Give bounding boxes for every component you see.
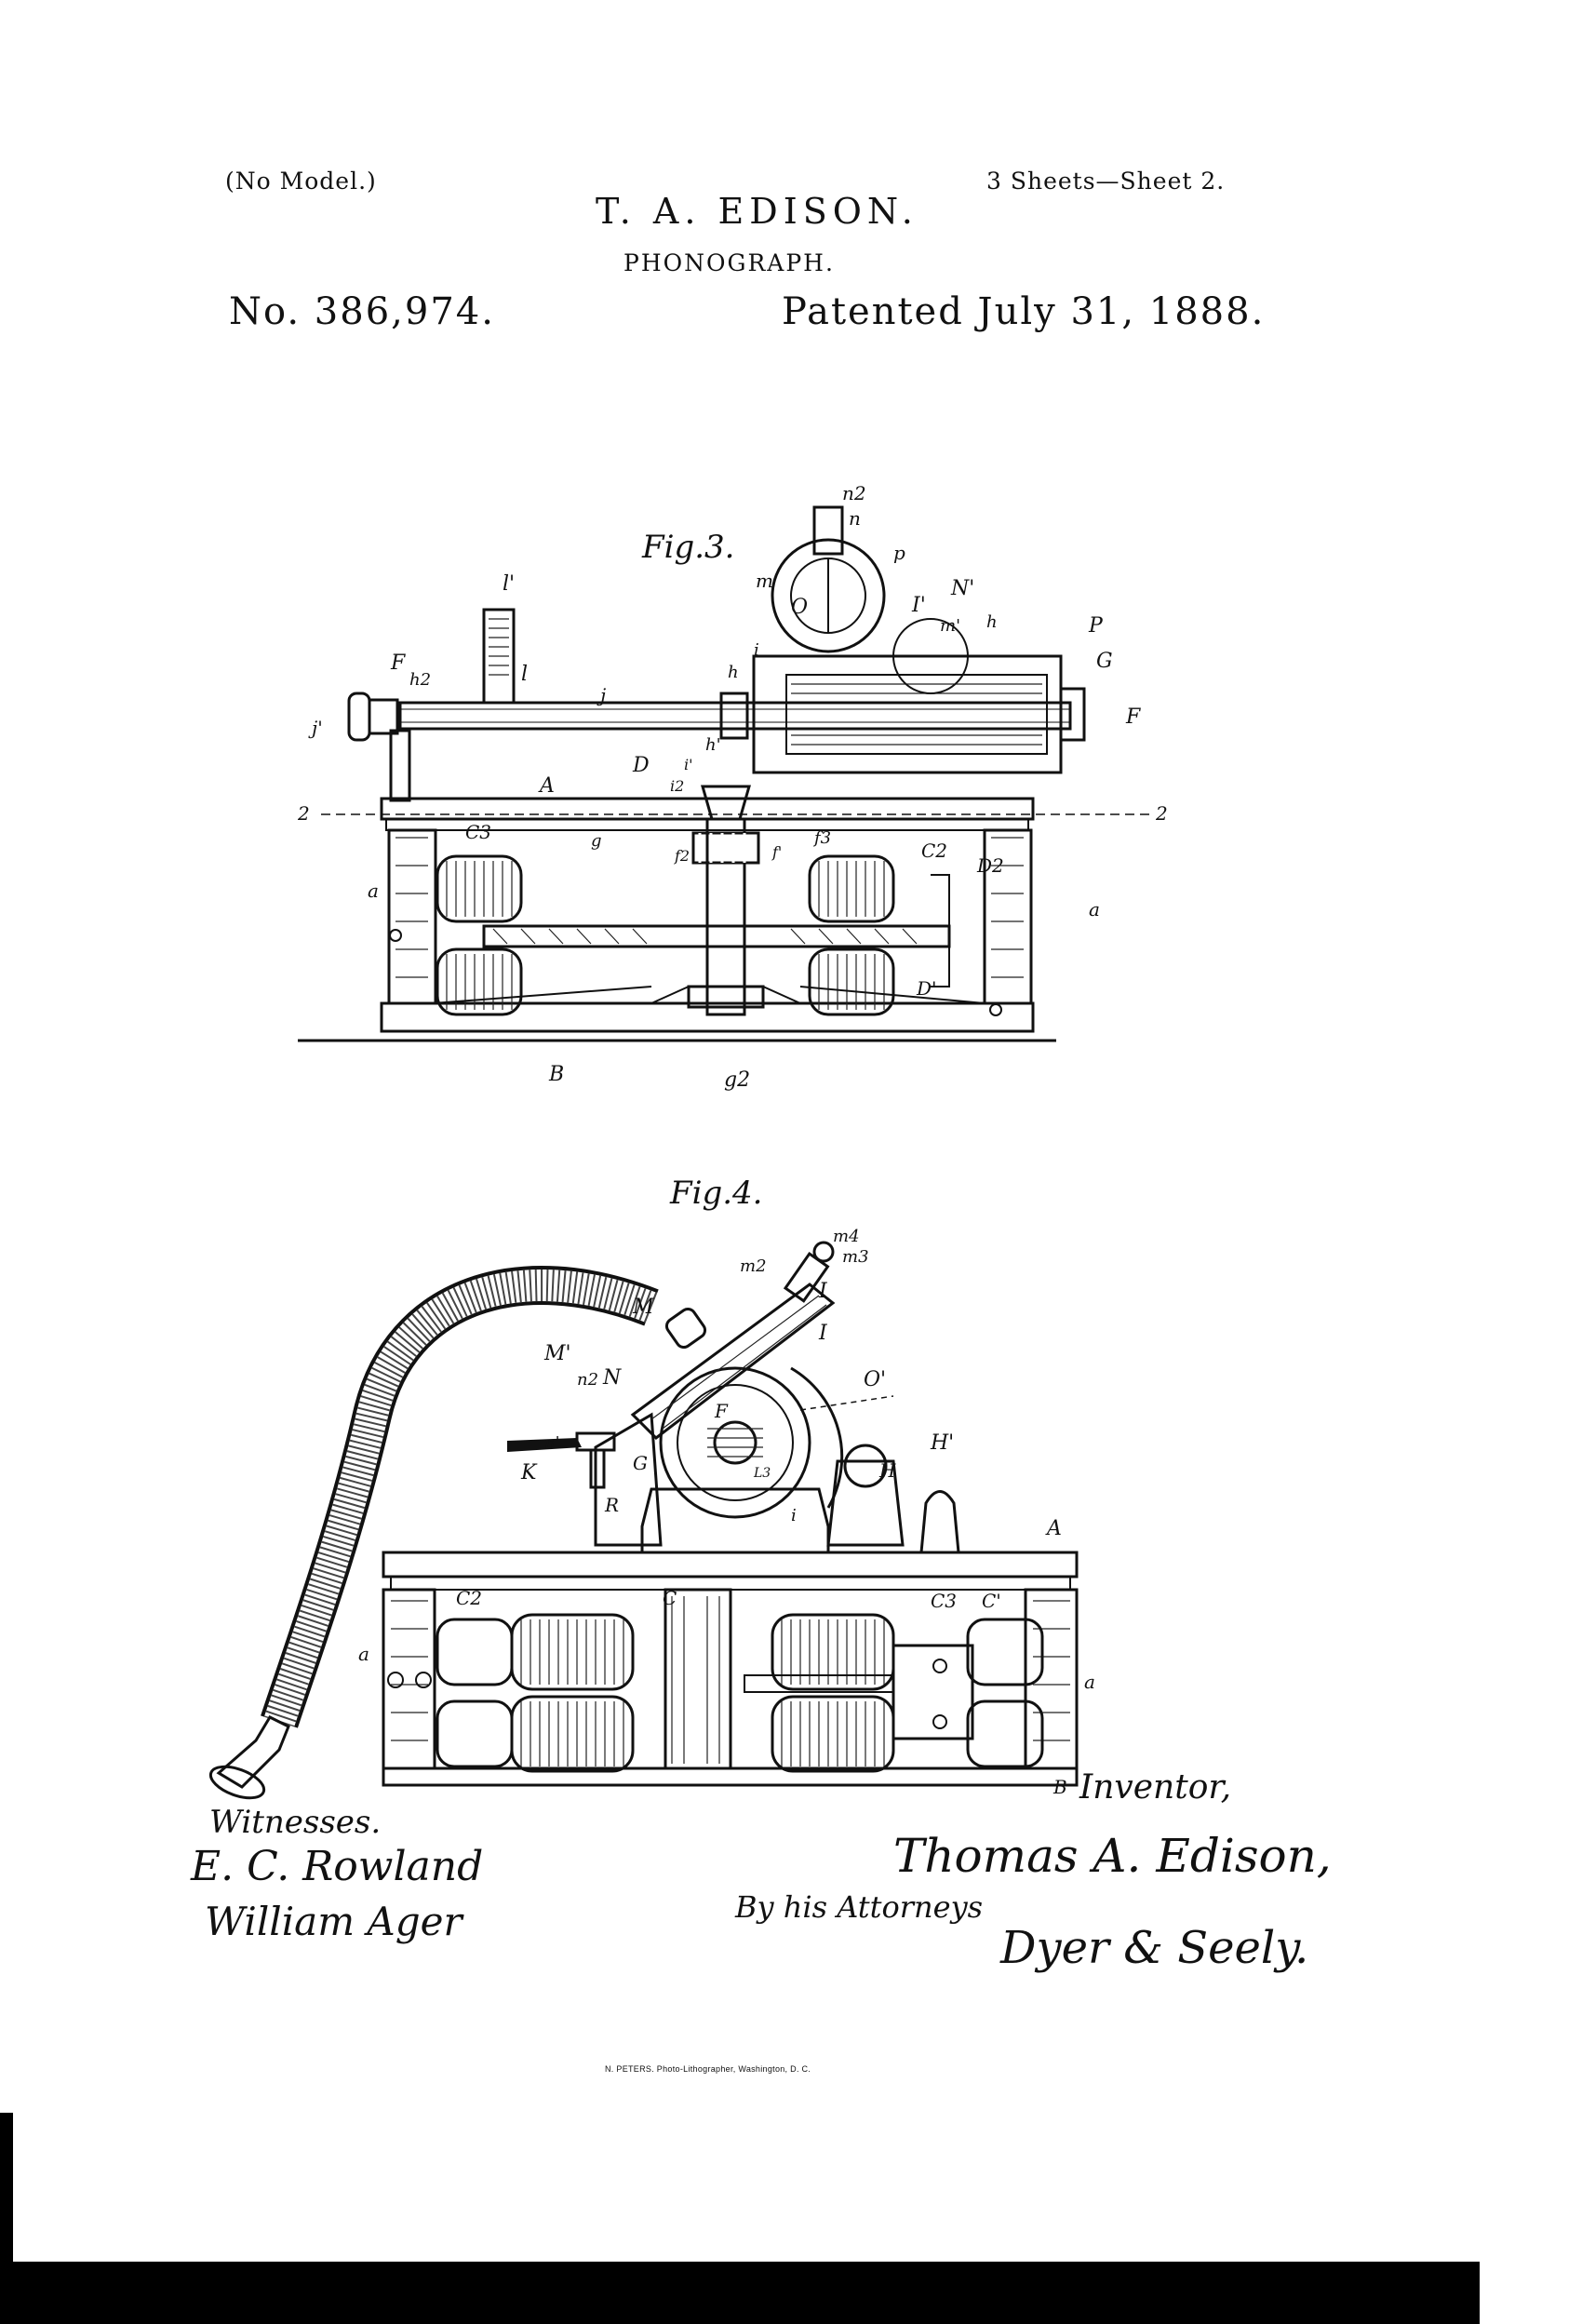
fig3-label-a-right: a bbox=[1089, 898, 1100, 920]
invention-title: PHONOGRAPH. bbox=[623, 249, 835, 276]
scan-edge-left bbox=[0, 2113, 13, 2262]
fig4-label-G: G bbox=[633, 1452, 648, 1474]
figure-4-machine bbox=[208, 1241, 1079, 1800]
fig4-label-A: A bbox=[1047, 1517, 1062, 1540]
fig3-label-A: A bbox=[540, 774, 555, 798]
fig3-label-h-prime: h' bbox=[705, 735, 721, 755]
fig3-label-h: h bbox=[986, 612, 998, 632]
fig3-label-D: D bbox=[633, 754, 650, 777]
fig3-label-m: m bbox=[756, 570, 773, 592]
fig4-label-O-prime: O' bbox=[864, 1368, 887, 1391]
fig3-label-f3: f3 bbox=[814, 828, 832, 848]
fig4-label-H: H bbox=[879, 1459, 896, 1482]
fig3-label-j: j bbox=[600, 684, 607, 706]
fig4-label-M: M bbox=[633, 1296, 654, 1319]
fig3-label-P: P bbox=[1089, 614, 1103, 638]
fig4-label-m3: m3 bbox=[842, 1247, 869, 1267]
fig4-label-a-right: a bbox=[1084, 1671, 1095, 1693]
fig3-label-g2: g2 bbox=[724, 1068, 751, 1092]
fig4-label-C-prime: C' bbox=[982, 1590, 1001, 1612]
fig3-label-I-prime: I' bbox=[912, 594, 926, 617]
fig3-label-G: G bbox=[1096, 650, 1113, 673]
fig3-label-O: O bbox=[791, 596, 809, 619]
fig3-label-f2: f2 bbox=[675, 847, 690, 865]
fig3-label-C2: C2 bbox=[921, 840, 948, 862]
fig4-label-C2: C2 bbox=[456, 1587, 483, 1609]
fig3-label-g: g bbox=[591, 831, 602, 851]
fig4-label-I-mid: I bbox=[819, 1322, 827, 1345]
fig3-label-N-prime: N' bbox=[951, 577, 975, 600]
fig4-label-I-top: I bbox=[819, 1280, 827, 1303]
fig3-label-B: B bbox=[549, 1063, 565, 1086]
fig3-label-l: l bbox=[521, 663, 529, 686]
inventor-label: Inventor, bbox=[1079, 1768, 1232, 1807]
fig4-label-C3: C3 bbox=[931, 1590, 958, 1612]
figure-4-caption: Fig.4. bbox=[670, 1175, 763, 1212]
fig4-label-H-prime: H' bbox=[931, 1431, 955, 1455]
model-note: (No Model.) bbox=[225, 168, 377, 195]
figure-3-caption: Fig.3. bbox=[642, 529, 735, 566]
fig3-label-C3: C3 bbox=[465, 821, 492, 843]
fig4-label-i: i bbox=[791, 1506, 797, 1525]
scan-border-bottom bbox=[0, 2262, 1480, 2324]
fig4-label-L3: L3 bbox=[754, 1466, 771, 1481]
fig4-label-K: K bbox=[521, 1461, 537, 1484]
witness-2-signature: William Ager bbox=[205, 1899, 463, 1944]
attorneys-signature: Dyer & Seely. bbox=[1000, 1922, 1309, 1974]
by-attorneys-label: By his Attorneys bbox=[735, 1889, 984, 1925]
witnesses-label: Witnesses. bbox=[209, 1804, 382, 1841]
fig3-label-l-prime: l' bbox=[503, 572, 516, 596]
fig3-label-i-prime: i' bbox=[684, 756, 693, 773]
fig4-label-N: N bbox=[603, 1366, 622, 1390]
witness-1-signature: E. C. Rowland bbox=[191, 1843, 484, 1890]
patent-number: No. 386,974. bbox=[229, 290, 495, 333]
fig4-label-M-prime: M' bbox=[544, 1342, 571, 1365]
fig4-label-F: F bbox=[715, 1400, 728, 1422]
inventor-signature: Thomas A. Edison, bbox=[893, 1829, 1332, 1883]
inventor-name: T. A. EDISON. bbox=[596, 191, 918, 232]
fig3-label-f-prime: f' bbox=[772, 843, 783, 861]
fig3-label-F-right: F bbox=[1126, 705, 1141, 729]
fig3-label-a-left: a bbox=[368, 880, 379, 902]
fig4-label-B: B bbox=[1053, 1776, 1067, 1798]
fig4-label-a-left: a bbox=[358, 1643, 369, 1665]
fig3-label-n: n bbox=[849, 507, 861, 530]
fig3-label-i: i bbox=[754, 640, 759, 660]
fig4-label-n2: n2 bbox=[577, 1370, 599, 1390]
fig3-label-h-mid: h bbox=[728, 663, 739, 682]
fig3-label-F-left: F bbox=[391, 652, 406, 675]
fig4-label-R: R bbox=[605, 1494, 620, 1516]
fig4-label-n-prime: n' bbox=[544, 1433, 560, 1453]
fig4-label-m2: m2 bbox=[740, 1256, 767, 1276]
fig4-label-C: C bbox=[663, 1587, 677, 1609]
sheet-count: 3 Sheets—Sheet 2. bbox=[986, 168, 1226, 195]
lithographer-credit: N. PETERS. Photo-Lithographer, Washingto… bbox=[605, 2064, 811, 2074]
fig3-label-2-right: 2 bbox=[1156, 802, 1168, 825]
fig3-label-m-prime: m' bbox=[940, 616, 961, 636]
fig3-label-j-prime: j' bbox=[312, 717, 323, 739]
fig3-label-h2: h2 bbox=[409, 670, 432, 690]
fig3-label-D2: D2 bbox=[977, 854, 1004, 877]
patent-date: Patented July 31, 1888. bbox=[782, 290, 1266, 333]
fig3-label-p: p bbox=[893, 542, 905, 564]
fig4-label-m4: m4 bbox=[833, 1227, 860, 1246]
fig3-label-i2: i2 bbox=[670, 777, 685, 795]
fig3-label-2-left: 2 bbox=[298, 802, 310, 825]
fig3-label-D-prime: D' bbox=[917, 977, 937, 1000]
figure-3-machine bbox=[298, 505, 1154, 1042]
fig3-label-n2: n2 bbox=[842, 482, 866, 504]
